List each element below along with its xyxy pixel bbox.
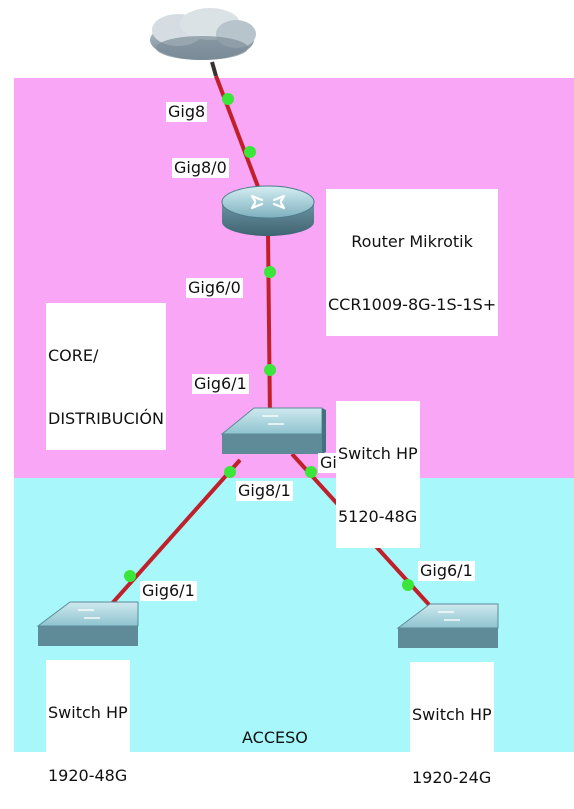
access-zone-label: ACCESO	[242, 728, 308, 747]
port-label-router-lan: Gig6/0	[186, 278, 243, 298]
core-zone-label: CORE/ DISTRIBUCIÓN	[46, 303, 166, 450]
core-zone-label-line1: CORE/	[48, 346, 99, 365]
access-switch-left-name-line1: Switch HP	[48, 703, 128, 722]
port-dot-core-to-right	[305, 466, 317, 478]
core-zone-label-line2: DISTRIBUCIÓN	[48, 409, 164, 428]
core-switch-label: Switch HP 5120-48G	[336, 401, 420, 548]
access-switch-right-name-line2: 1920-24G	[412, 768, 492, 787]
router-icon[interactable]	[221, 185, 315, 236]
core-switch-name-line1: Switch HP	[338, 444, 418, 463]
core-switch-name-line2: 5120-48G	[338, 507, 418, 526]
router-label: Router Mikrotik CCR1009-8G-1S-1S+	[326, 189, 499, 336]
core-switch-icon[interactable]	[220, 407, 326, 454]
network-topology	[36, 8, 499, 648]
port-label-cloud-side: Gig8	[166, 102, 208, 122]
port-label-router-wan: Gig8/0	[172, 158, 229, 178]
port-label-right-uplink: Gig6/1	[418, 561, 475, 581]
port-dot-router-wan	[244, 146, 256, 158]
access-switch-left-name-line2: 1920-48G	[48, 766, 128, 785]
cloud-icon[interactable]	[150, 8, 256, 60]
access-switch-left-icon[interactable]	[36, 601, 139, 646]
router-name-line1: Router Mikrotik	[351, 232, 473, 251]
port-label-core-uplink: Gig6/1	[192, 374, 249, 394]
link-router-core-switch	[266, 231, 272, 421]
access-switch-left-label: Switch HP 1920-48G	[46, 660, 130, 807]
link-core-switch-left-switch	[106, 458, 242, 610]
router-name-line2: CCR1009-8G-1S-1S+	[328, 295, 497, 314]
access-switch-right-label: Switch HP 1920-24G	[410, 662, 494, 809]
port-dot-cloud-side	[222, 93, 234, 105]
port-label-left-uplink: Gig6/1	[140, 581, 197, 601]
access-switch-right-icon[interactable]	[396, 603, 499, 648]
port-dot-core-to-left	[224, 466, 236, 478]
port-label-core-to-left: Gig8/1	[236, 481, 293, 501]
port-dot-core-uplink	[264, 364, 276, 376]
access-switch-right-name-line1: Switch HP	[412, 705, 492, 724]
port-dot-left-uplink	[124, 570, 136, 582]
port-dot-right-uplink	[402, 579, 414, 591]
port-dot-router-lan	[264, 266, 276, 278]
